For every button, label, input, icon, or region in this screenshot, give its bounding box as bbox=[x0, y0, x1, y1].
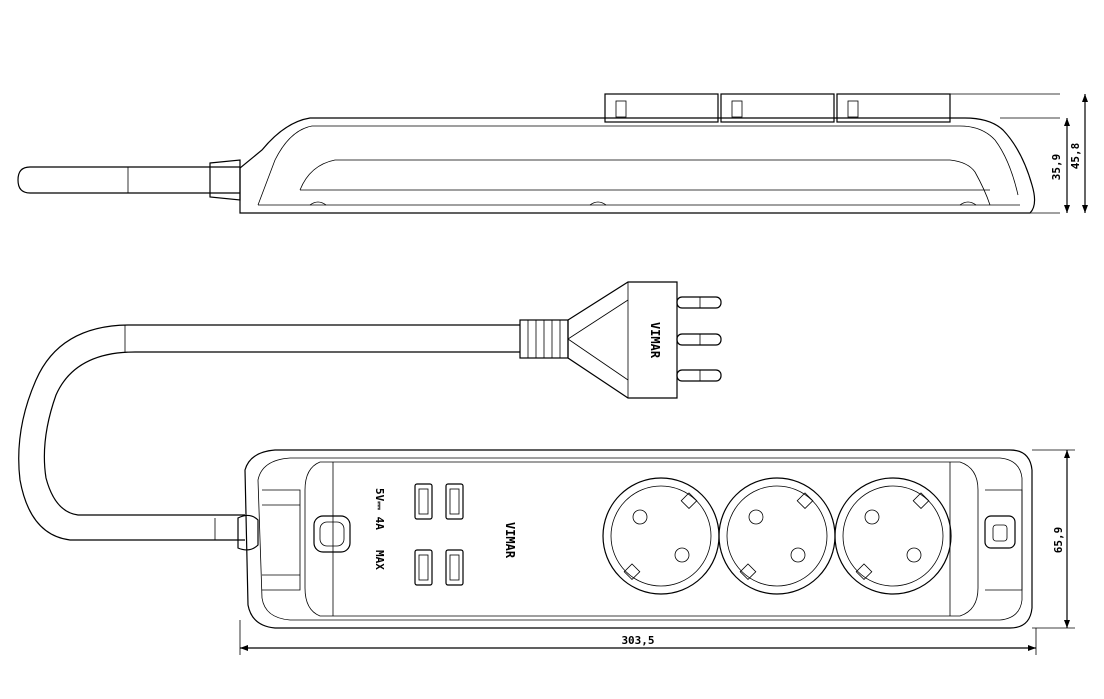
strip-brand-mark: VIMAR bbox=[503, 522, 517, 559]
dimension-length: 303,5 bbox=[621, 634, 654, 647]
dimension-width: 65,9 bbox=[1052, 527, 1065, 554]
power-button bbox=[313, 515, 351, 553]
plug-brand-mark: VIMAR bbox=[648, 322, 662, 359]
usb-rating-max-label: MAX bbox=[373, 550, 386, 570]
usb-port bbox=[445, 549, 464, 586]
usb-rating-label: 5V⎓ 4A bbox=[373, 488, 386, 530]
usb-port bbox=[414, 549, 433, 586]
socket bbox=[602, 477, 720, 595]
dimension-total-height: 45,8 bbox=[1069, 143, 1082, 170]
side-view: 35,9 45,8 bbox=[17, 93, 1088, 214]
usb-port bbox=[445, 483, 464, 520]
top-view: 5V⎓ 4A MAX VIMAR bbox=[214, 449, 1075, 655]
usb-port bbox=[414, 483, 433, 520]
plug: VIMAR bbox=[18, 281, 722, 541]
dimension-body-height: 35,9 bbox=[1050, 154, 1063, 181]
socket bbox=[834, 477, 952, 595]
socket bbox=[718, 477, 836, 595]
